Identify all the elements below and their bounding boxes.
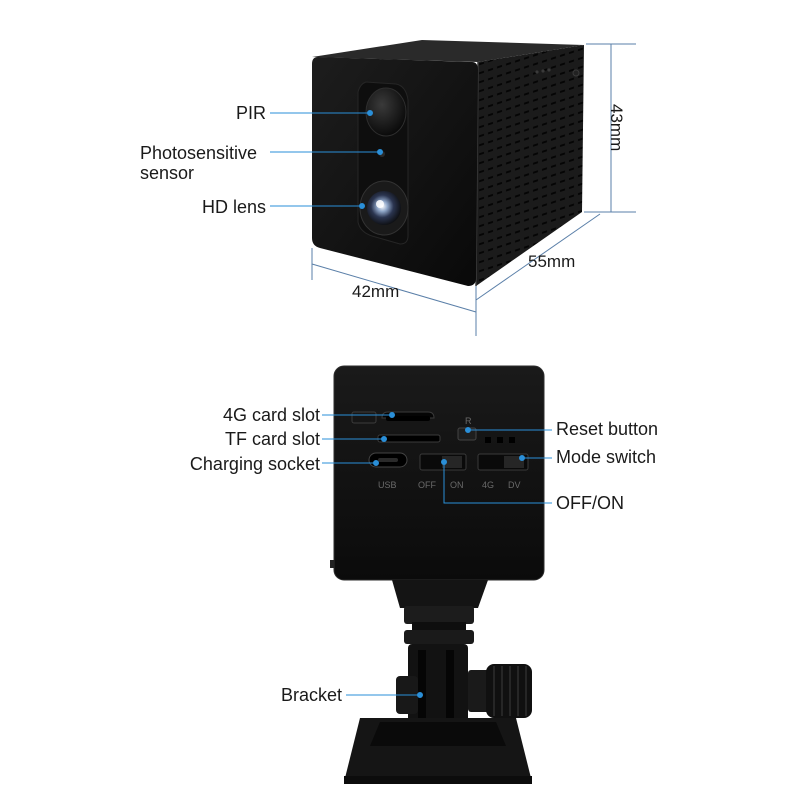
dimension-height: 43mm <box>607 104 626 152</box>
top-leaders <box>270 110 383 209</box>
camera-top-face <box>312 40 584 62</box>
label-reset-button: Reset button <box>556 419 659 439</box>
panel-marks: USB OFF ON 4G DV R <box>378 416 521 490</box>
camera-side-vent-face <box>476 45 584 286</box>
camera-top-view <box>312 40 584 287</box>
bottom-leaders <box>322 412 552 698</box>
label-charging-socket: Charging socket <box>189 454 320 474</box>
hd-lens <box>367 191 401 225</box>
4g-card-slot <box>386 416 430 421</box>
bracket-knob <box>486 664 532 718</box>
r-mark: R <box>465 416 472 426</box>
leader-off-on <box>443 462 552 504</box>
usb-mark: USB <box>378 480 397 490</box>
camera-back-body <box>334 366 544 580</box>
dimension-lines <box>311 43 636 336</box>
label-mode-switch: Mode switch <box>556 447 657 467</box>
off-mark: OFF <box>418 480 436 490</box>
bracket <box>344 580 532 784</box>
4g-mark: 4G <box>482 480 494 490</box>
dv-mark: DV <box>508 480 521 490</box>
dimension-depth: 55mm <box>528 252 576 271</box>
on-mark: ON <box>450 480 464 490</box>
label-4g-card-slot: 4G card slot <box>222 405 320 425</box>
camera-back-view <box>330 365 545 784</box>
dimension-width: 42mm <box>352 282 400 301</box>
label-bracket: Bracket <box>280 685 342 705</box>
tf-card-slot <box>377 434 441 443</box>
label-off-on: OFF/ON <box>556 493 624 513</box>
label-tf-card-slot: TF card slot <box>224 429 320 449</box>
label-pir: PIR <box>235 103 266 123</box>
pir-sensor <box>365 87 407 137</box>
label-photosensitive-sensor: Photosensitive sensor <box>140 143 258 183</box>
label-hd-lens: HD lens <box>201 197 266 217</box>
